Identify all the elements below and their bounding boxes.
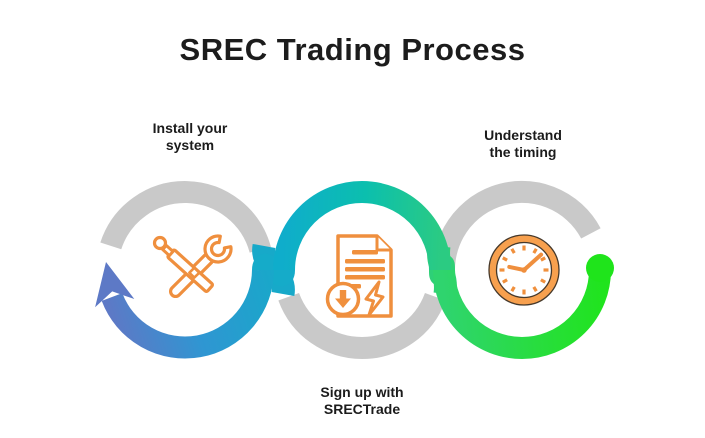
ribbon-segment-green xyxy=(433,269,611,359)
document-fold-corner xyxy=(375,236,391,252)
step-label-understand-timing: Understand the timing xyxy=(484,127,562,160)
tools-icon xyxy=(152,234,233,299)
clock-ticks xyxy=(499,245,549,295)
ribbon-segment-blue xyxy=(101,269,274,359)
track-arc-circle-1 xyxy=(100,181,271,253)
download-arrow xyxy=(335,290,351,308)
wrench-hole xyxy=(188,266,201,279)
document-download-icon xyxy=(325,234,393,318)
clock-icon xyxy=(488,234,560,306)
wrench-head xyxy=(203,234,233,264)
track-arc-circle-2 xyxy=(278,292,446,360)
clock-minute-hand xyxy=(522,252,544,272)
ribbon-junction-1 xyxy=(252,243,295,297)
screwdriver-eyelet xyxy=(152,235,168,251)
step-label-sign-up: Sign up with SRECTrade xyxy=(320,384,404,417)
flow-start-arrow xyxy=(95,262,135,308)
clock-center-dot xyxy=(521,267,527,273)
flow-end-dot xyxy=(586,254,614,282)
step-label-install-system: Install your system xyxy=(152,120,228,153)
ribbon-segment-teal xyxy=(273,181,451,271)
lightning-bolt xyxy=(364,280,385,317)
page-title: SREC Trading Process xyxy=(179,32,526,67)
